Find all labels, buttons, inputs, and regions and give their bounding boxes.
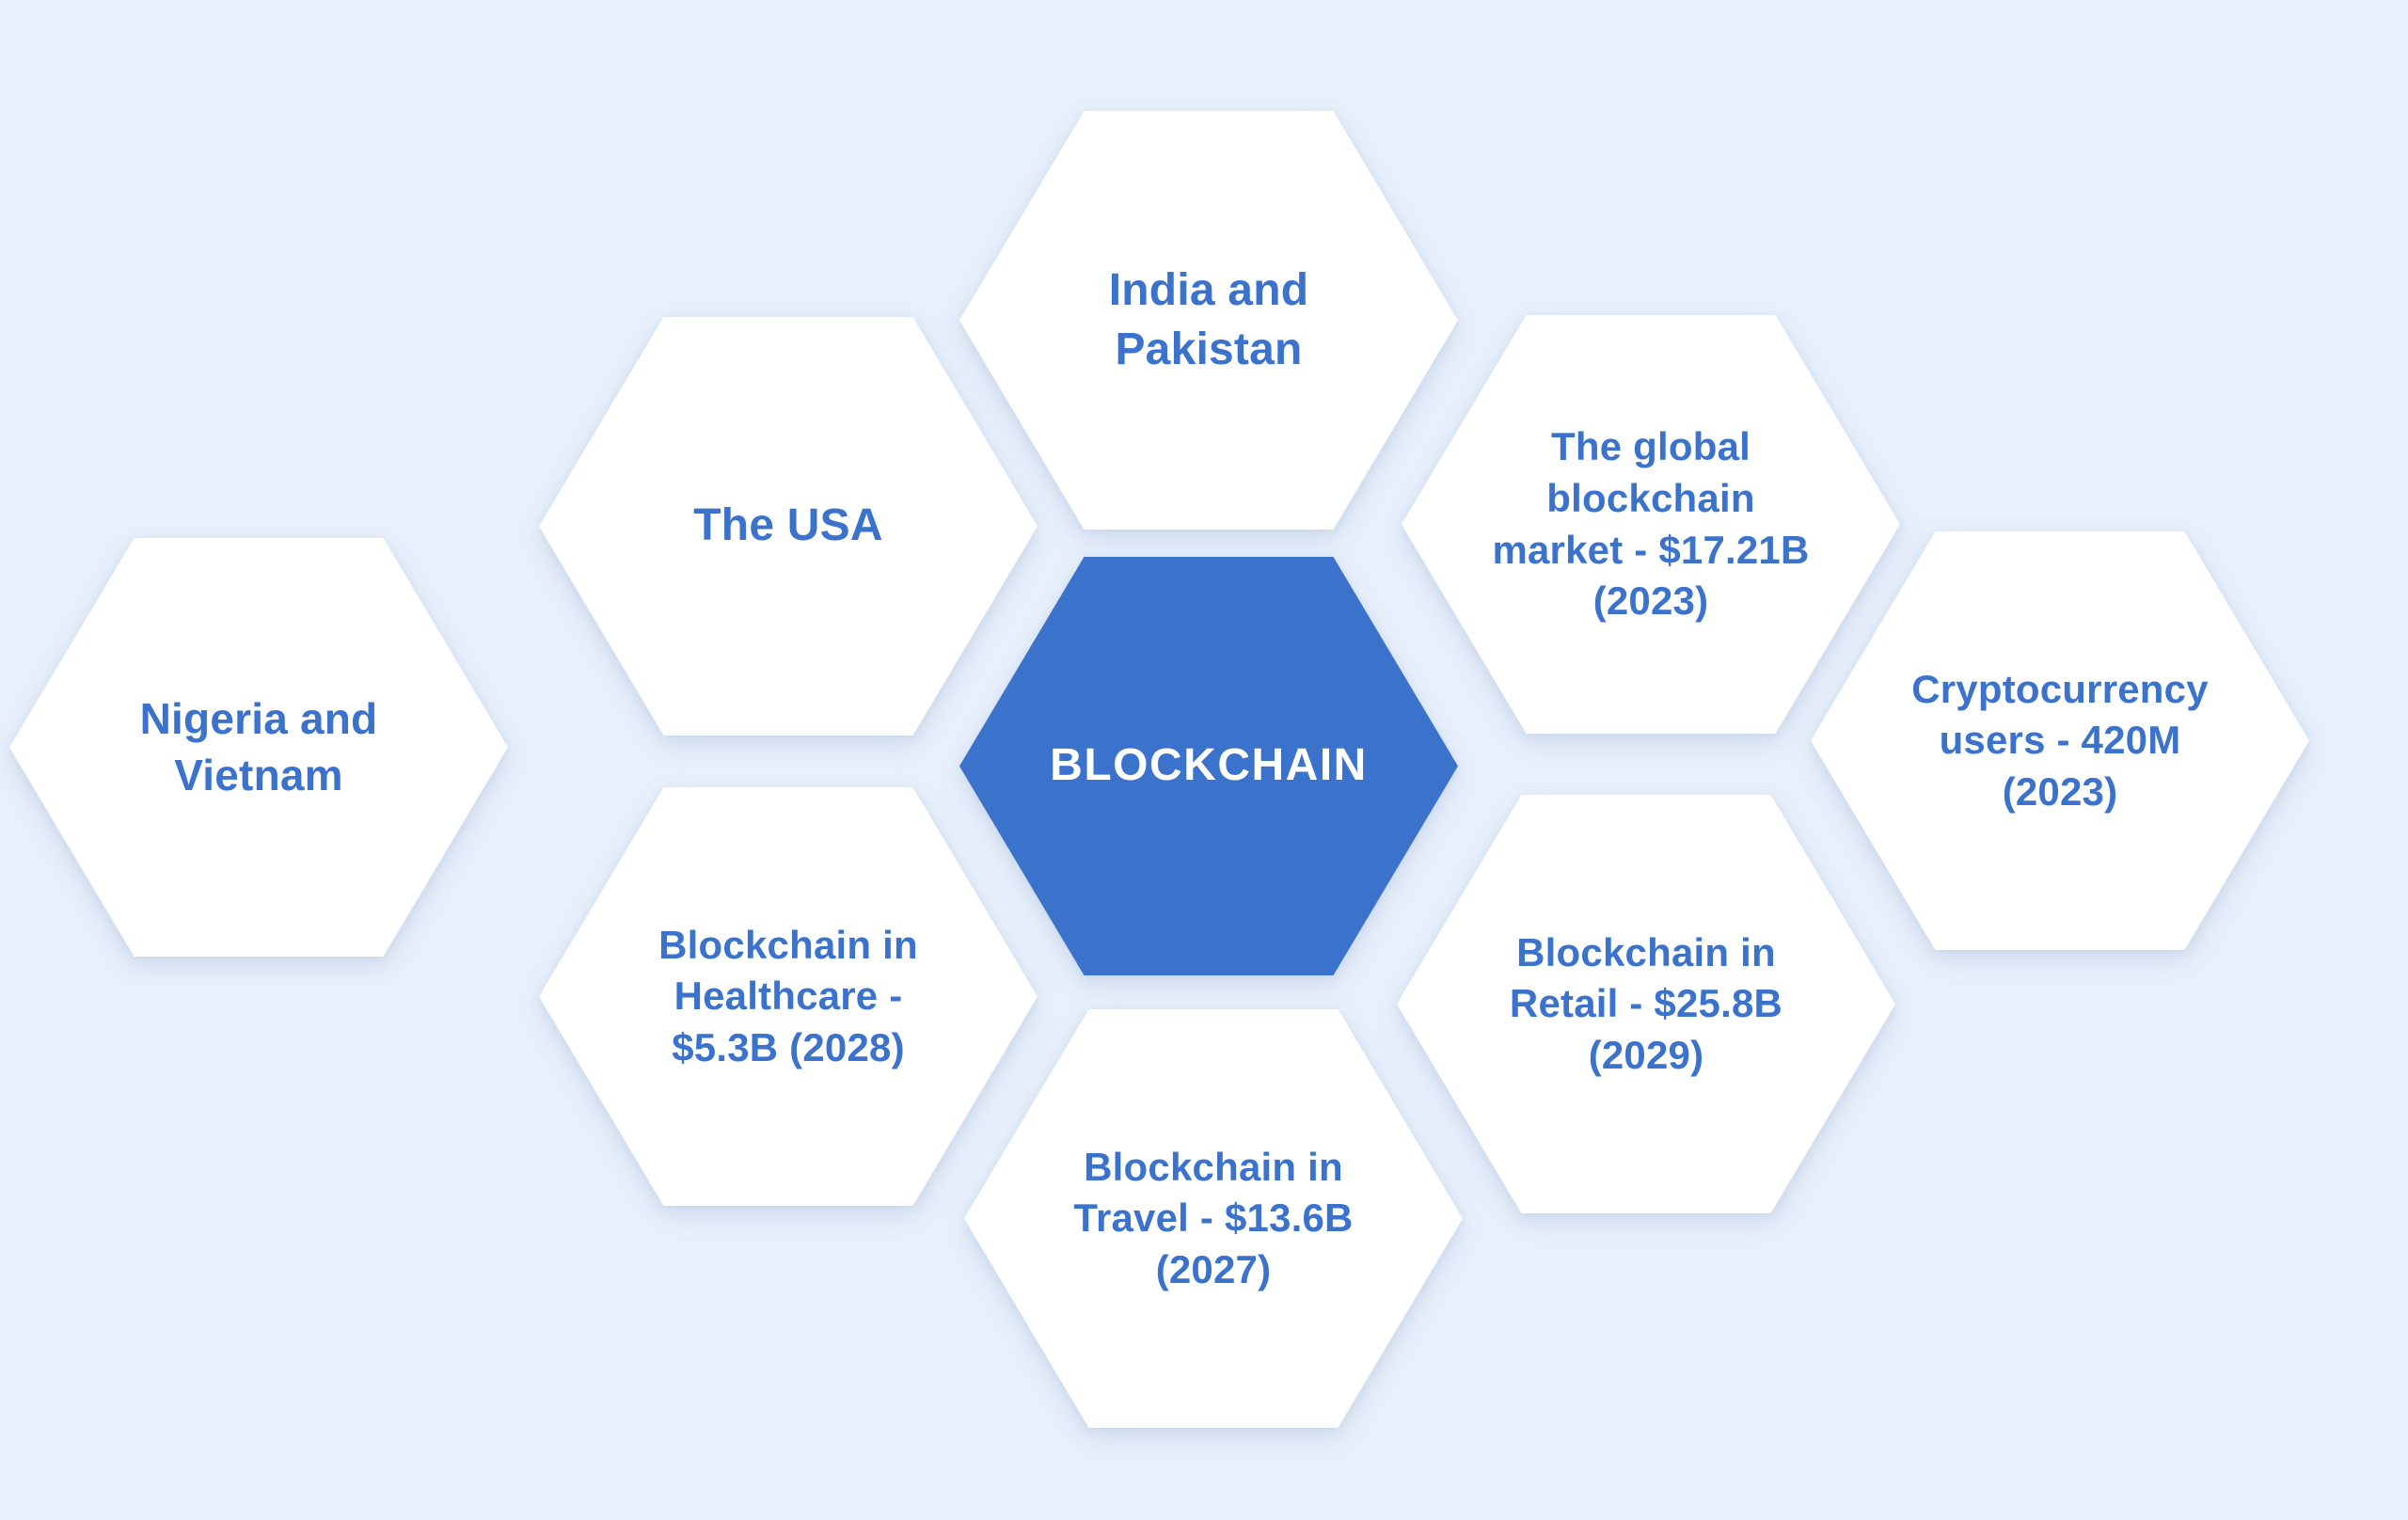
hex-cell-blockchain-center-wrapper: BLOCKCHAIN: [959, 557, 1458, 975]
hex-label-blockchain-healthcare: Blockchain in Healthcare - $5.3B (2028): [658, 922, 918, 1069]
hex-cell-nigeria-vietnam[interactable]: Nigeria and Vietnam: [9, 538, 508, 957]
hex-cell-cryptocurrency-users-wrapper: Cryptocurrency users - 420M (2023): [1811, 531, 2309, 950]
hex-label-blockchain-center: BLOCKCHAIN: [1050, 740, 1368, 791]
hex-cell-global-blockchain-market-wrapper: The global blockchain market - $17.21B (…: [1402, 315, 1900, 734]
hex-cell-blockchain-retail[interactable]: Blockchain in Retail - $25.8B (2029): [1397, 795, 1895, 1213]
hex-cell-blockchain-healthcare-wrapper: Blockchain in Healthcare - $5.3B (2028): [539, 787, 1038, 1206]
hex-cell-blockchain-retail-wrapper: Blockchain in Retail - $25.8B (2029): [1397, 795, 1895, 1213]
hex-label-blockchain-travel: Blockchain in Travel - $13.6B (2027): [1073, 1144, 1354, 1291]
hex-cell-global-blockchain-market[interactable]: The global blockchain market - $17.21B (…: [1402, 315, 1900, 734]
hex-label-cryptocurrency-users: Cryptocurrency users - 420M (2023): [1911, 666, 2209, 814]
hex-cell-india-pakistan[interactable]: India and Pakistan: [959, 111, 1458, 530]
hex-cell-cryptocurrency-users[interactable]: Cryptocurrency users - 420M (2023): [1811, 531, 2309, 950]
hex-cell-blockchain-center[interactable]: BLOCKCHAIN: [959, 557, 1458, 975]
hex-label-india-pakistan: India and Pakistan: [1108, 265, 1309, 374]
hex-cell-blockchain-travel-wrapper: Blockchain in Travel - $13.6B (2027): [964, 1009, 1463, 1428]
hex-cell-india-pakistan-wrapper: India and Pakistan: [959, 111, 1458, 530]
hex-label-nigeria-vietnam: Nigeria and Vietnam: [139, 693, 378, 800]
hex-label-global-blockchain-market: The global blockchain market - $17.21B (…: [1492, 424, 1810, 624]
hex-label-the-usa: The USA: [693, 500, 883, 551]
hex-cell-the-usa-wrapper: The USA: [539, 317, 1038, 736]
hex-label-blockchain-retail: Blockchain in Retail - $25.8B (2029): [1509, 929, 1783, 1077]
hex-cell-nigeria-vietnam-wrapper: Nigeria and Vietnam: [9, 538, 508, 957]
hex-cell-blockchain-travel[interactable]: Blockchain in Travel - $13.6B (2027): [964, 1009, 1463, 1428]
